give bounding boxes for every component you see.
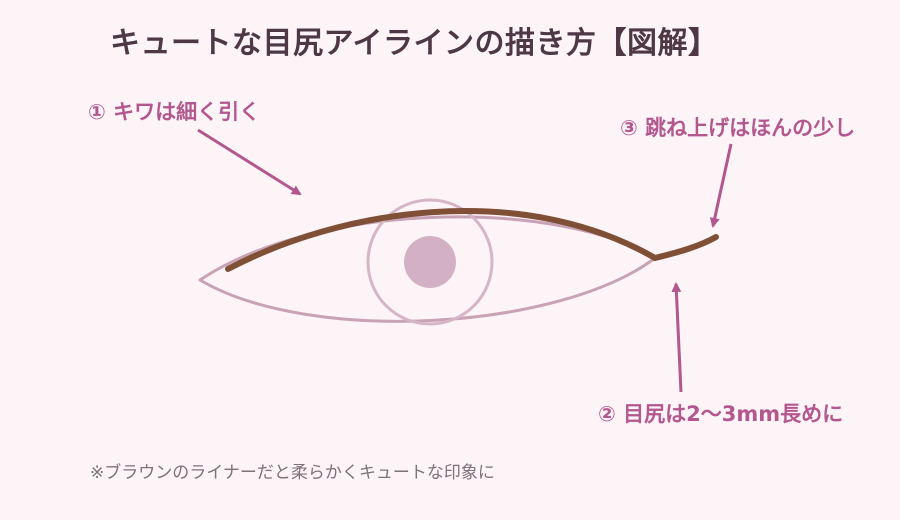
arrow-step2 (671, 282, 683, 393)
footnote: ※ブラウンのライナーだと柔らかくキュートな印象に (90, 463, 495, 483)
annotation-step2: ② 目尻は2〜3mm長めに (598, 402, 844, 426)
annotation-step3: ③ 跳ね上げはほんの少し (620, 116, 856, 140)
arrow-step3 (709, 143, 733, 228)
eyeliner-wing (652, 234, 719, 261)
page-title: キュートな目尻アイラインの描き方【図解】 (110, 26, 719, 61)
annotation-step1: ① キワは細く引く (88, 100, 261, 124)
pupil (404, 236, 456, 288)
eyeliner-line (225, 208, 658, 272)
iris-ring (366, 198, 494, 326)
arrow-step1 (197, 128, 302, 196)
